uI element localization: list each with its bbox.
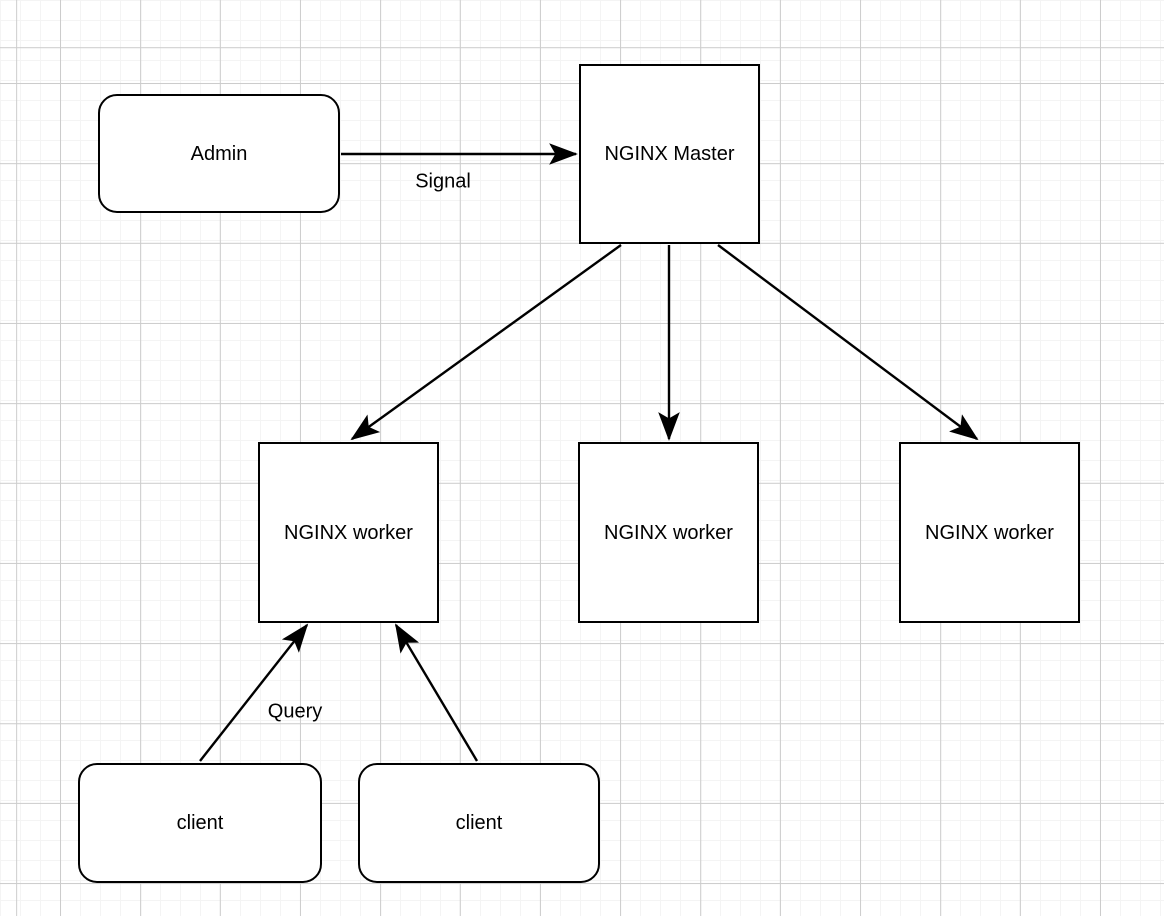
- edge-master-worker1[interactable]: [350, 244, 622, 441]
- node-client-2[interactable]: client: [358, 763, 600, 883]
- node-nginx-worker-1-label: NGINX worker: [284, 521, 413, 544]
- node-client-1-label: client: [176, 812, 224, 834]
- edge-master-worker3[interactable]: [717, 244, 979, 441]
- node-nginx-worker-3[interactable]: NGINX worker: [899, 442, 1080, 623]
- node-nginx-worker-2-label: NGINX worker: [604, 521, 733, 544]
- node-admin[interactable]: Admin: [98, 94, 340, 213]
- edge-label-signal: Signal: [415, 170, 471, 193]
- edge-label-query: Query: [267, 700, 323, 723]
- node-nginx-master-label: NGINX Master: [604, 143, 735, 165]
- node-client-2-label: client: [455, 812, 503, 834]
- edge-client1-worker1[interactable]: [199, 623, 309, 762]
- node-admin-label: Admin: [190, 142, 248, 165]
- node-nginx-worker-1[interactable]: NGINX worker: [258, 442, 439, 623]
- node-client-1[interactable]: client: [78, 763, 322, 883]
- edge-client2-worker1[interactable]: [394, 623, 479, 762]
- node-nginx-worker-2[interactable]: NGINX worker: [578, 442, 759, 623]
- node-nginx-worker-3-label: NGINX worker: [925, 521, 1054, 544]
- node-nginx-master[interactable]: NGINX Master: [579, 64, 760, 244]
